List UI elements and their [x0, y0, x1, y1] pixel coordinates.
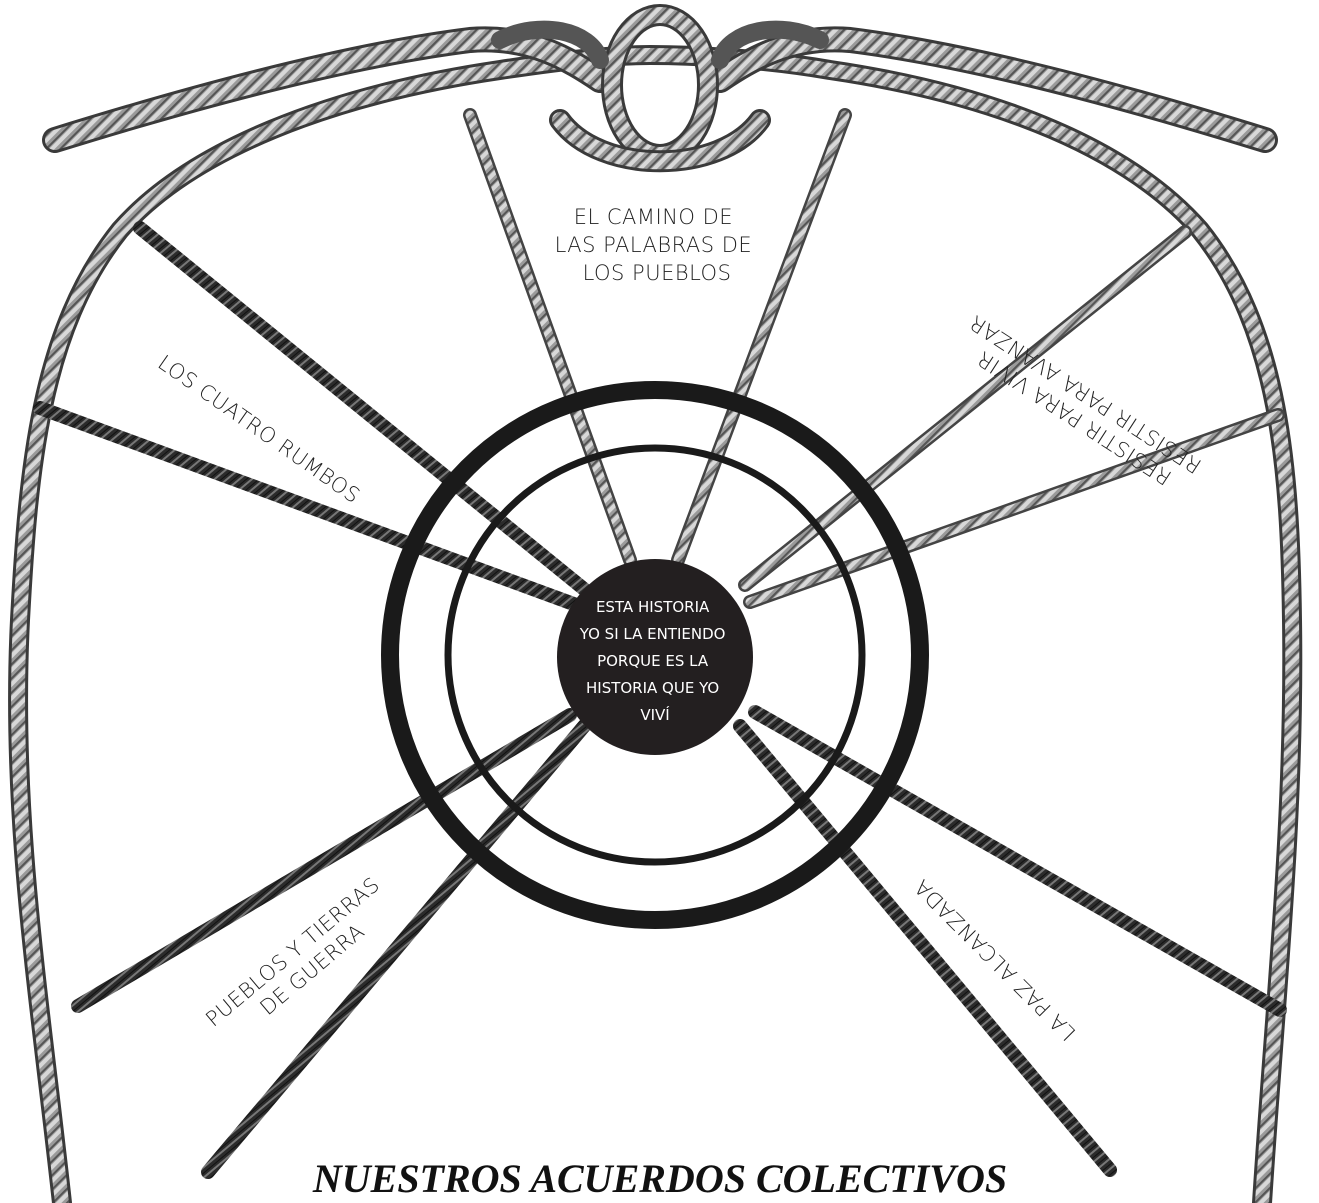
- center-line-1: ESTA HISTORIA: [596, 598, 710, 616]
- center-line-5: VIVÍ: [640, 705, 669, 724]
- center-line-2: YO SI LA ENTIENDO: [579, 625, 726, 643]
- center-line-3: PORQUE ES LA: [597, 652, 709, 670]
- spoke-camino-right: [678, 115, 845, 560]
- label-pueblos: PUEBLOS Y TIERRAS DE GUERRA: [201, 868, 406, 1052]
- spoke-paz-lower: [740, 726, 1110, 1170]
- spoke-pueblos-lower: [208, 725, 585, 1172]
- center-line-4: HISTORIA QUE YO: [586, 679, 719, 697]
- page-title: NUESTROS ACUERDOS COLECTIVOS: [312, 1156, 1007, 1201]
- spoke-camino-left: [470, 115, 630, 560]
- label-resistir: RESISTIR PARA VIVIR RESISTIR PARA AVANZA…: [951, 310, 1206, 500]
- label-camino: EL CAMINO DE LAS PALABRAS DE LOS PUEBLOS: [555, 205, 760, 285]
